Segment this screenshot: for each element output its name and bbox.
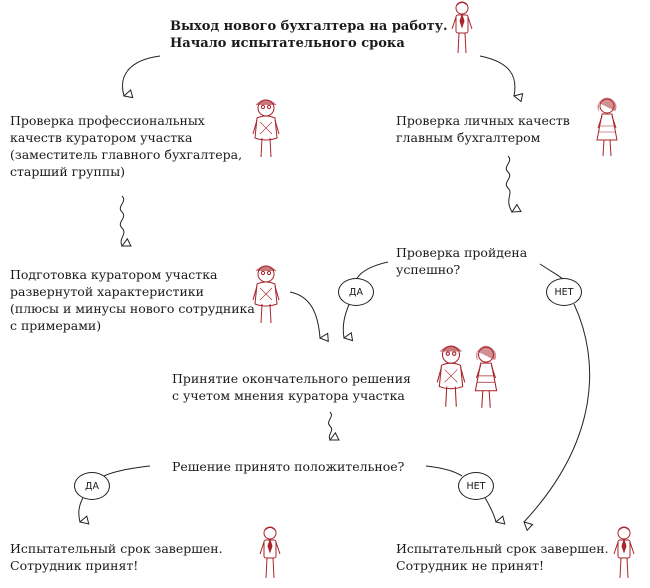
node-line: Проверка пройдена xyxy=(396,245,528,260)
node-line: Сотрудник не принят! xyxy=(396,558,545,573)
node-line: Решение принято положительное? xyxy=(172,459,405,474)
arrow-yes-to-decision xyxy=(342,301,350,338)
node-personal-check: Проверка личных качеств главным бухгалте… xyxy=(396,112,570,146)
node-line: Испытательный срок завершен. xyxy=(396,541,609,556)
badge-no: НЕТ xyxy=(458,472,494,500)
arrow-personal-to-passed xyxy=(505,155,512,212)
arrow-curator-to-characteristic xyxy=(119,195,124,246)
arrow-positive-to-no xyxy=(425,465,463,477)
node-line: Принятие окончательного решения xyxy=(172,371,411,386)
node-line: (плюсы и минусы нового сотрудника xyxy=(10,301,255,316)
arrow-no-to-rejected-2 xyxy=(483,495,496,522)
man-figure-icon xyxy=(613,526,635,579)
node-line: главным бухгалтером xyxy=(396,130,541,145)
node-line: Сотрудник принят! xyxy=(10,558,139,573)
node-line: с примерами) xyxy=(10,318,102,333)
node-line: развернутой характеристики xyxy=(10,284,204,299)
node-line: с учетом мнения куратора участка xyxy=(172,388,405,403)
arrow-yes-to-accepted xyxy=(78,495,84,522)
arrow-start-to-curator xyxy=(122,55,161,96)
node-passed: Проверка пройдена успешно? xyxy=(396,244,527,278)
arrow-characteristic-to-decision xyxy=(289,291,320,338)
curator-figure-icon xyxy=(252,99,280,158)
woman-figure-icon xyxy=(596,97,618,157)
badge-yes: ДА xyxy=(338,278,374,306)
node-characteristic: Подготовка куратором участка развернутой… xyxy=(10,266,255,334)
node-accepted: Испытательный срок завершен. Сотрудник п… xyxy=(10,540,223,574)
arrow-positive-to-yes xyxy=(103,465,151,477)
node-line: успешно? xyxy=(396,262,461,277)
node-start-line: Начало испытательного срока xyxy=(170,36,405,51)
node-line: Проверка профессиональных xyxy=(10,113,205,128)
curator-figure-icon xyxy=(252,265,280,324)
node-decision: Принятие окончательного решения с учетом… xyxy=(172,370,411,404)
node-line: качеств куратором участка xyxy=(10,130,193,145)
node-line: Проверка личных качеств xyxy=(396,113,570,128)
node-line: Подготовка куратором участка xyxy=(10,267,218,282)
arrow-decision-to-positive xyxy=(328,411,332,440)
arrow-start-to-personal xyxy=(479,55,515,96)
man-figure-icon xyxy=(451,1,473,54)
arrow-passed-to-yes xyxy=(355,261,389,281)
woman-figure-icon xyxy=(474,345,498,408)
node-line: (заместитель главного бухгалтера, xyxy=(10,147,243,162)
node-line: старший группы) xyxy=(10,164,126,179)
man-figure-icon xyxy=(259,526,281,579)
badge-no: НЕТ xyxy=(546,278,582,306)
badge-yes: ДА xyxy=(74,472,110,500)
curator-figure-icon xyxy=(436,345,466,407)
node-start: Выход нового бухгалтера на работу. Начал… xyxy=(170,18,448,52)
node-start-line: Выход нового бухгалтера на работу. xyxy=(170,19,448,34)
node-curator-check: Проверка профессиональных качеств курато… xyxy=(10,112,242,180)
arrow-no-to-rejected xyxy=(524,303,591,522)
node-line: Испытательный срок завершен. xyxy=(10,541,223,556)
node-rejected: Испытательный срок завершен. Сотрудник н… xyxy=(396,540,609,574)
node-positive: Решение принято положительное? xyxy=(172,458,404,475)
